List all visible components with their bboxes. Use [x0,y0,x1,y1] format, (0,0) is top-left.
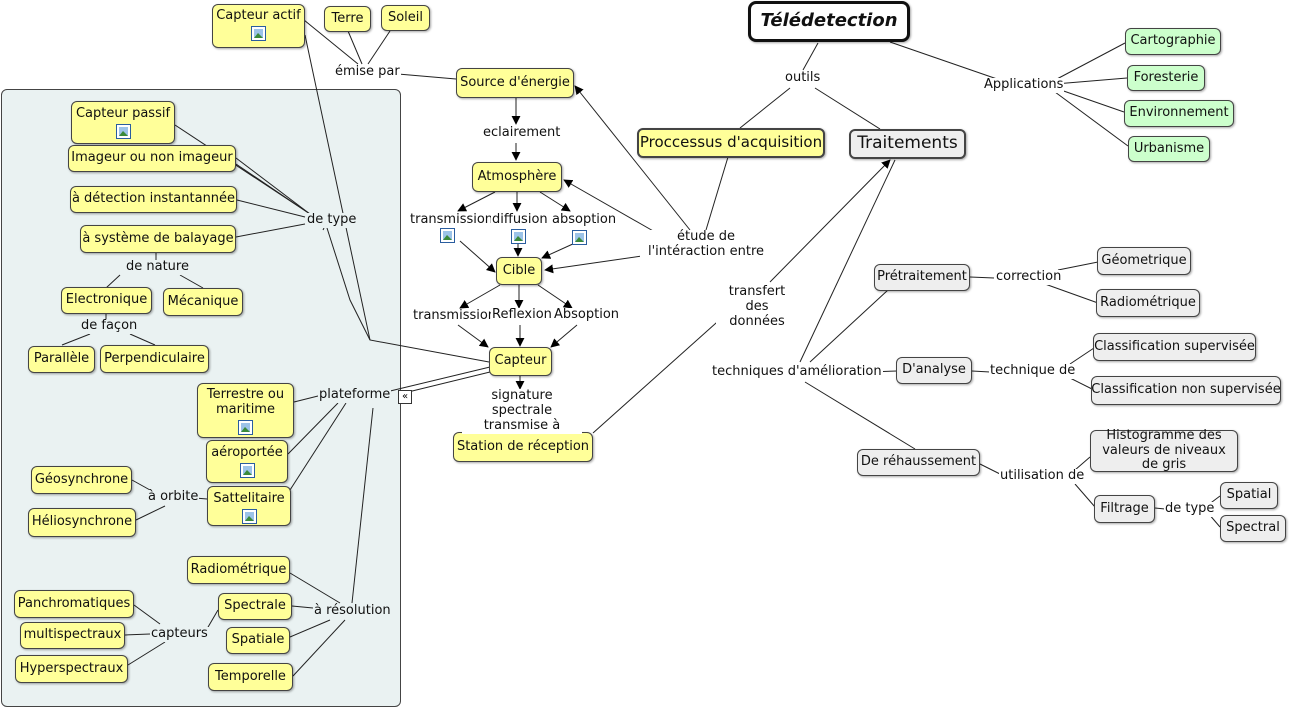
link-emise-par: émise par [334,64,401,80]
node-cartographie[interactable]: Cartographie [1125,28,1221,55]
node-foresterie[interactable]: Foresterie [1127,65,1205,91]
node-spectral[interactable]: Spectral [1220,515,1286,542]
node-imageur[interactable]: Imageur ou non imageur [68,145,236,172]
expand-arrows-icon[interactable]: « [398,390,412,404]
node-capteur-actif[interactable]: Capteur actif [212,4,305,48]
link-utilisation-de: utilisation de [999,468,1086,484]
node-hyperspectraux[interactable]: Hyperspectraux [15,655,128,683]
node-spatiale[interactable]: Spatiale [226,627,290,654]
link-capteurs: capteurs [150,626,209,642]
node-capteur[interactable]: Capteur [489,347,552,376]
node-radiometrique-corr[interactable]: Radiométrique [1096,289,1200,317]
link-de-type-1: de type [306,212,358,228]
node-soleil[interactable]: Soleil [381,5,430,31]
image-icon[interactable] [241,508,257,524]
node-spatial[interactable]: Spatial [1220,482,1278,509]
node-sattelitaire-label: Sattelitaire [213,491,285,506]
node-capteur-actif-label: Capteur actif [216,8,301,23]
link-de-facon: de façon [80,318,139,334]
link-techniques: techniques d'amélioration [711,364,883,380]
node-detection[interactable]: à détection instantannée [70,186,237,213]
link-absoption-2: Absoption [553,307,621,323]
node-terrestre-label: Terrestre ou maritime [206,387,285,417]
link-technique-de: technique de [989,363,1077,379]
node-cible[interactable]: Cible [496,257,542,285]
node-processus[interactable]: Proccessus d'acquisition [637,128,825,158]
node-capteur-passif[interactable]: Capteur passif [71,101,175,144]
node-terre[interactable]: Terre [324,6,371,32]
link-a-resolution: à résolution [313,603,392,619]
image-icon[interactable] [239,462,255,478]
node-station[interactable]: Station de réception [453,432,593,462]
node-pretraitement[interactable]: Prétraitement [874,264,970,291]
image-icon[interactable] [115,123,131,139]
node-perpendiculaire[interactable]: Perpendiculaire [100,345,209,373]
image-icon[interactable] [511,229,526,244]
link-absoption-1: absoption [551,212,618,228]
link-plateforme: plateforme [318,387,392,403]
image-icon[interactable] [251,25,266,41]
node-source-energie[interactable]: Source d'énergie [456,68,574,98]
node-balayage[interactable]: à système de balayage [80,225,236,253]
node-panchromatiques[interactable]: Panchromatiques [14,590,134,618]
node-aeroportee[interactable]: aéroportée [206,440,288,483]
node-sattelitaire[interactable]: Sattelitaire [207,486,291,526]
link-de-nature: de nature [125,259,190,275]
node-urbanisme[interactable]: Urbanisme [1128,136,1210,162]
link-reflexion: Reflexion [491,307,553,323]
node-geometrique[interactable]: Géometrique [1097,247,1191,275]
node-temporelle[interactable]: Temporelle [208,663,293,691]
link-transmission-2: transmission [412,308,498,324]
node-filtrage[interactable]: Filtrage [1094,495,1155,523]
title-node[interactable]: Télédetection [748,1,910,42]
link-etude: étude de l'intéraction entre [640,229,772,260]
node-atmosphere[interactable]: Atmosphère [472,162,562,192]
node-terrestre[interactable]: Terrestre ou maritime [197,383,294,438]
node-aeroportee-label: aéroportée [211,445,283,460]
node-spectrale[interactable]: Spectrale [218,593,292,620]
node-environnement[interactable]: Environnement [1124,100,1234,127]
image-icon[interactable] [238,419,253,435]
link-eclairement: eclairement [482,125,562,141]
link-outils: outils [784,70,822,86]
node-electronique[interactable]: Electronique [61,287,152,314]
link-de-type-2: de type [1164,501,1216,517]
node-class-sup[interactable]: Classification supervisée [1093,333,1256,361]
node-heliosynchrone[interactable]: Héliosynchrone [28,508,136,537]
link-signature: signature spectrale transmise à [462,388,582,434]
node-rehaussement[interactable]: De réhaussement [857,449,980,476]
link-transfert: transfert des données [716,284,798,330]
node-class-nonsup[interactable]: Classification non supervisée [1091,376,1281,405]
link-diffusion: diffusion [491,212,549,228]
link-transmission-1: transmission [409,212,495,228]
image-icon[interactable] [572,230,587,245]
node-capteur-passif-label: Capteur passif [75,106,171,121]
node-histogramme[interactable]: Histogramme des valeurs de niveaux de gr… [1090,428,1238,472]
node-traitements[interactable]: Traitements [849,129,966,159]
node-analyse[interactable]: D'analyse [896,357,972,384]
node-radiometrique-res[interactable]: Radiométrique [187,556,290,584]
link-correction: correction [995,269,1063,285]
node-multispectraux[interactable]: multispectraux [20,622,125,649]
node-parallele[interactable]: Parallèle [28,346,95,373]
link-applications: Applications [983,77,1065,93]
node-geosynchrone[interactable]: Géosynchrone [31,466,132,494]
link-a-orbite: à orbite [147,489,200,505]
image-icon[interactable] [440,228,455,243]
node-mecanique[interactable]: Mécanique [163,288,243,316]
